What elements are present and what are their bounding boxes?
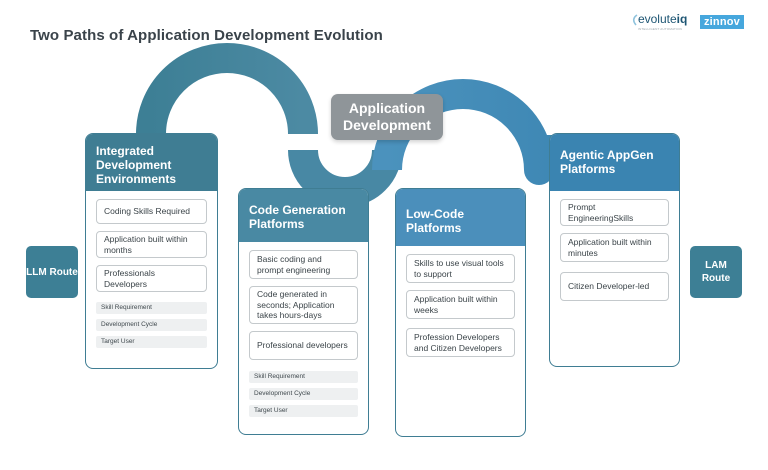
card-agentic-cycle: Application built within minutes — [560, 233, 669, 262]
card-codegen-skill: Basic coding and prompt engineering — [249, 250, 358, 279]
card-ide-title: Integrated Development Environments — [86, 134, 217, 191]
card-agentic-title: Agentic AppGen Platforms — [550, 134, 679, 191]
logos: evoluteiq INTELLIGENT AUTOMATION zinnov — [632, 12, 744, 34]
evolute-swoosh-icon — [632, 14, 638, 26]
card-codegen-title: Code Generation Platforms — [239, 189, 368, 242]
evolute-logo: evoluteiq INTELLIGENT AUTOMATION — [632, 12, 690, 34]
card-codegen-cycle: Code generated in seconds; Application t… — [249, 286, 358, 324]
card-agentic-user: Citizen Developer-led — [560, 272, 669, 301]
card-agentic: Agentic AppGen Platforms Prompt Engineer… — [549, 133, 680, 367]
card-codegen: Code Generation Platforms Basic coding a… — [238, 188, 369, 435]
card-ide-tag-user: Target User — [96, 336, 207, 348]
card-ide-tag-skill: Skill Requirement — [96, 302, 207, 314]
left-upper-arc — [136, 43, 318, 135]
evolute-suffix: iq — [676, 12, 688, 26]
application-development-hub: Application Development — [331, 94, 443, 140]
evolute-word: evolute — [637, 12, 677, 26]
card-lowcode-cycle: Application built within weeks — [406, 290, 515, 319]
card-ide: Integrated Development Environments Codi… — [85, 133, 218, 369]
page-title: Two Paths of Application Development Evo… — [30, 27, 383, 44]
card-codegen-user: Professional developers — [249, 331, 358, 360]
card-lowcode: Low-Code Platforms Skills to use visual … — [395, 188, 526, 437]
evolute-tagline: INTELLIGENT AUTOMATION — [637, 27, 683, 31]
card-codegen-tag-user: Target User — [249, 405, 358, 417]
lam-route-badge: LAM Route — [690, 246, 742, 298]
card-lowcode-skill: Skills to use visual tools to support — [406, 254, 515, 283]
card-ide-tag-cycle: Development Cycle — [96, 319, 207, 331]
card-codegen-tag-cycle: Development Cycle — [249, 388, 358, 400]
llm-route-badge: LLM Route — [26, 246, 78, 298]
card-ide-cycle: Application built within months — [96, 231, 207, 258]
card-lowcode-user: Profession Developers and Citizen Develo… — [406, 328, 515, 357]
card-ide-user: Professionals Developers — [96, 265, 207, 292]
card-codegen-tag-skill: Skill Requirement — [249, 371, 358, 383]
card-ide-skill: Coding Skills Required — [96, 199, 207, 224]
zinnov-logo: zinnov — [699, 15, 744, 29]
card-lowcode-title: Low-Code Platforms — [396, 189, 525, 246]
card-agentic-skill: Prompt EngineeringSkills — [560, 199, 669, 226]
